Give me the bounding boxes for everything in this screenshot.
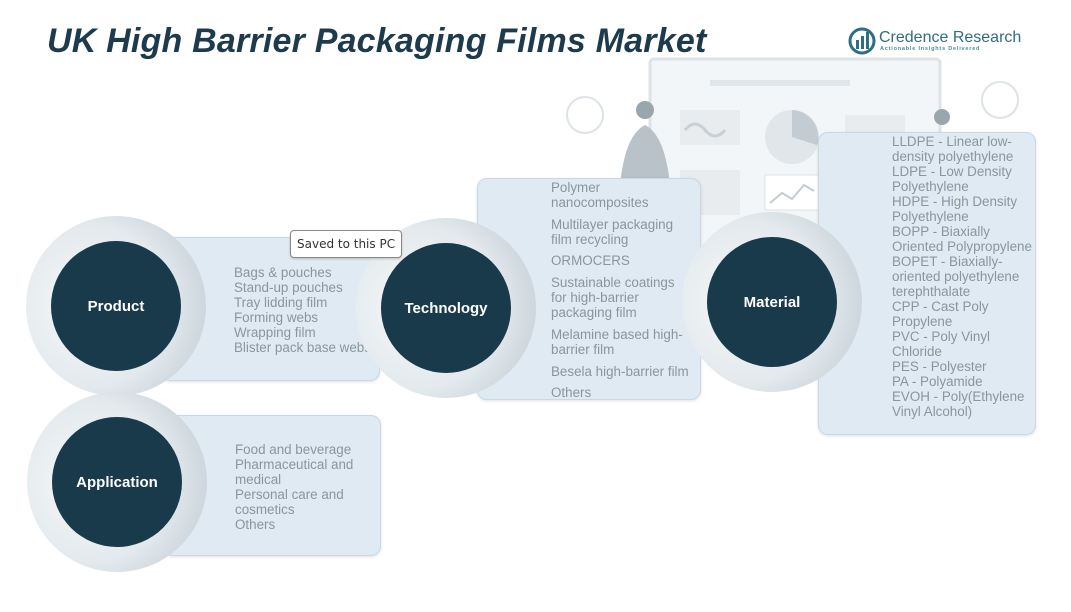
list-item: Polymer nanocomposites <box>551 180 649 210</box>
list-item: PVC - Poly Vinyl Chloride <box>892 329 990 359</box>
list-item: LLDPE - Linear low-density polyethylene <box>892 134 1014 164</box>
list-item: Pharmaceutical and medical <box>235 457 354 487</box>
material-circle: Material <box>707 237 837 367</box>
technology-list: Polymer nanocomposites Multilayer packag… <box>551 180 693 400</box>
logo-mark-icon <box>848 27 876 55</box>
list-item: Bags & pouches <box>234 265 332 280</box>
logo-tagline: Actionable Insights Delivered <box>880 46 981 52</box>
list-item: LDPE - Low Density Polyethylene <box>892 164 1012 194</box>
credence-logo: Credence Research Actionable Insights De… <box>848 27 1023 59</box>
list-item: CPP - Cast Poly Propylene <box>892 299 989 329</box>
list-item: Food and beverage <box>235 442 352 457</box>
page-title: UK High Barrier Packaging Films Market <box>47 22 707 60</box>
list-item: Besela high-barrier film <box>551 364 689 379</box>
product-list: Bags & pouches Stand-up pouches Tray lid… <box>234 265 371 355</box>
list-item: ORMOCERS <box>551 253 630 268</box>
list-item: Sustainable coatings for high-barrier pa… <box>551 275 675 320</box>
list-item: PES - Polyester <box>892 359 987 374</box>
list-item: HDPE - High Density Polyethylene <box>892 194 1018 224</box>
technology-circle: Technology <box>381 243 511 373</box>
application-panel: Food and beverage Pharmaceutical and med… <box>163 415 381 556</box>
list-item: Others <box>235 517 276 532</box>
application-list: Food and beverage Pharmaceutical and med… <box>235 442 375 532</box>
list-item: Stand-up pouches <box>234 280 343 295</box>
list-item: Others <box>551 385 592 400</box>
saved-tooltip: Saved to this PC <box>290 230 403 258</box>
material-list: LLDPE - Linear low-density polyethylene … <box>892 134 1032 419</box>
list-item: Personal care and cosmetics <box>235 487 344 517</box>
list-item: PA - Polyamide <box>892 374 983 389</box>
list-item: Forming webs <box>234 310 319 325</box>
list-item: Wrapping film <box>234 325 316 340</box>
list-item: Melamine based high-barrier film <box>551 327 683 357</box>
list-item: BOPET - Biaxially-oriented polyethylene … <box>892 254 1020 299</box>
list-item: Blister pack base webs <box>234 340 371 355</box>
logo-name: Credence Research <box>879 29 1022 46</box>
list-item: Tray lidding film <box>234 295 328 310</box>
list-item: Multilayer packaging film recycling <box>551 217 674 247</box>
technology-panel: Polymer nanocomposites Multilayer packag… <box>477 178 701 400</box>
list-item: EVOH - Poly(Ethylene Vinyl Alcohol) <box>892 389 1025 419</box>
product-circle: Product <box>51 241 181 371</box>
application-circle: Application <box>52 417 182 547</box>
list-item: BOPP - Biaxially Oriented Polypropylene <box>892 224 1032 254</box>
